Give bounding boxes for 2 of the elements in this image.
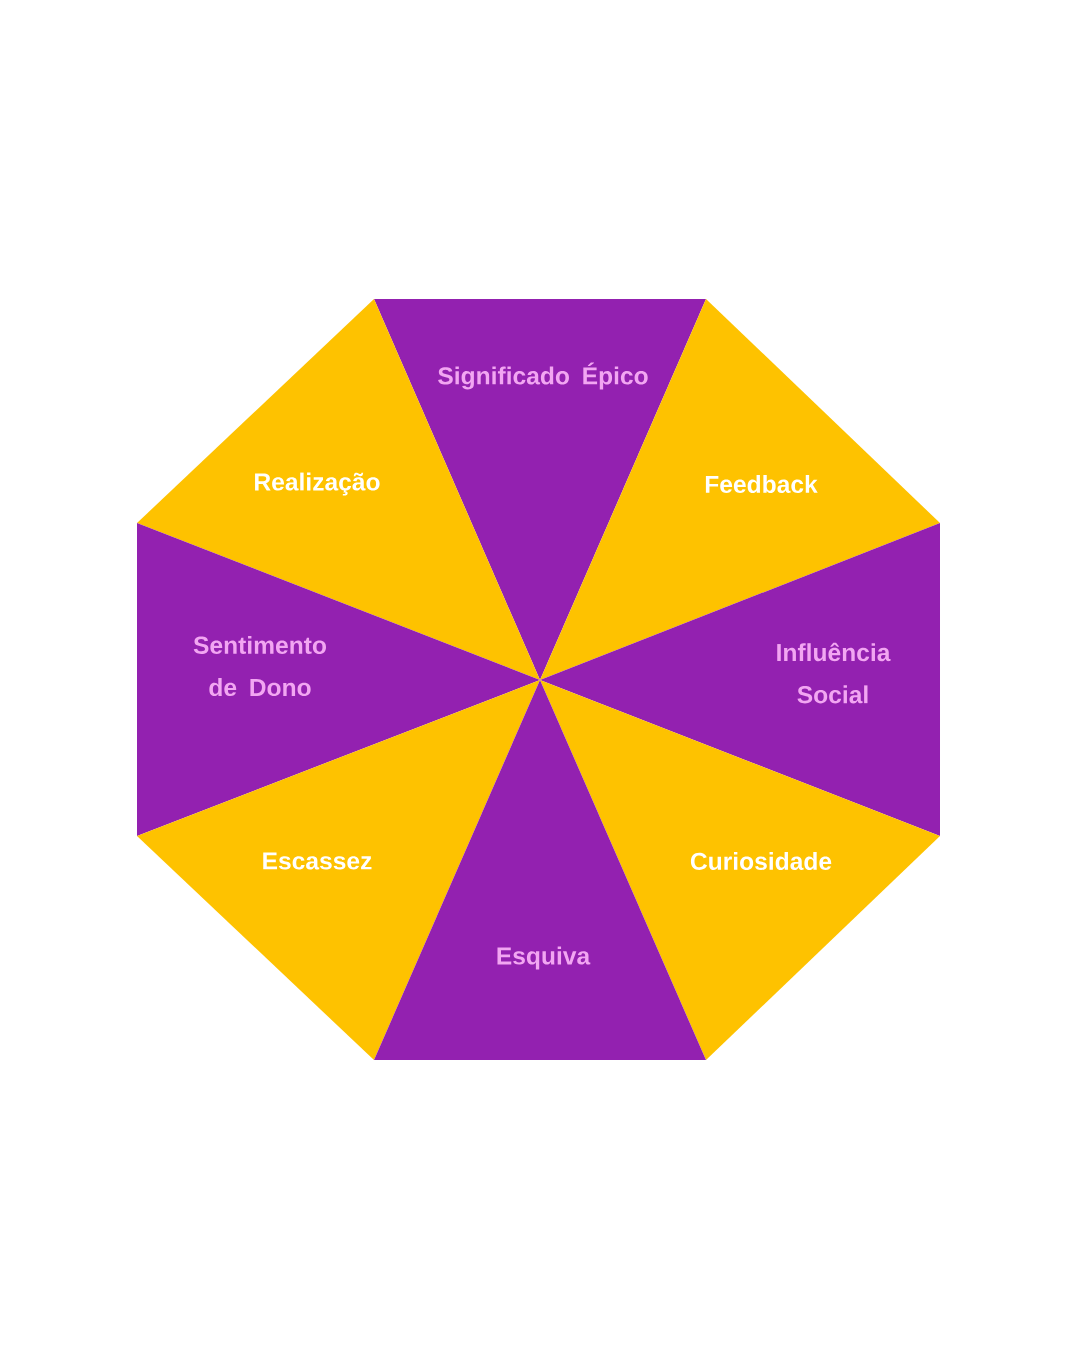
segment-triangle: Influência Social [540,523,940,836]
segment-triangle: Sentimento de Dono [137,523,540,836]
